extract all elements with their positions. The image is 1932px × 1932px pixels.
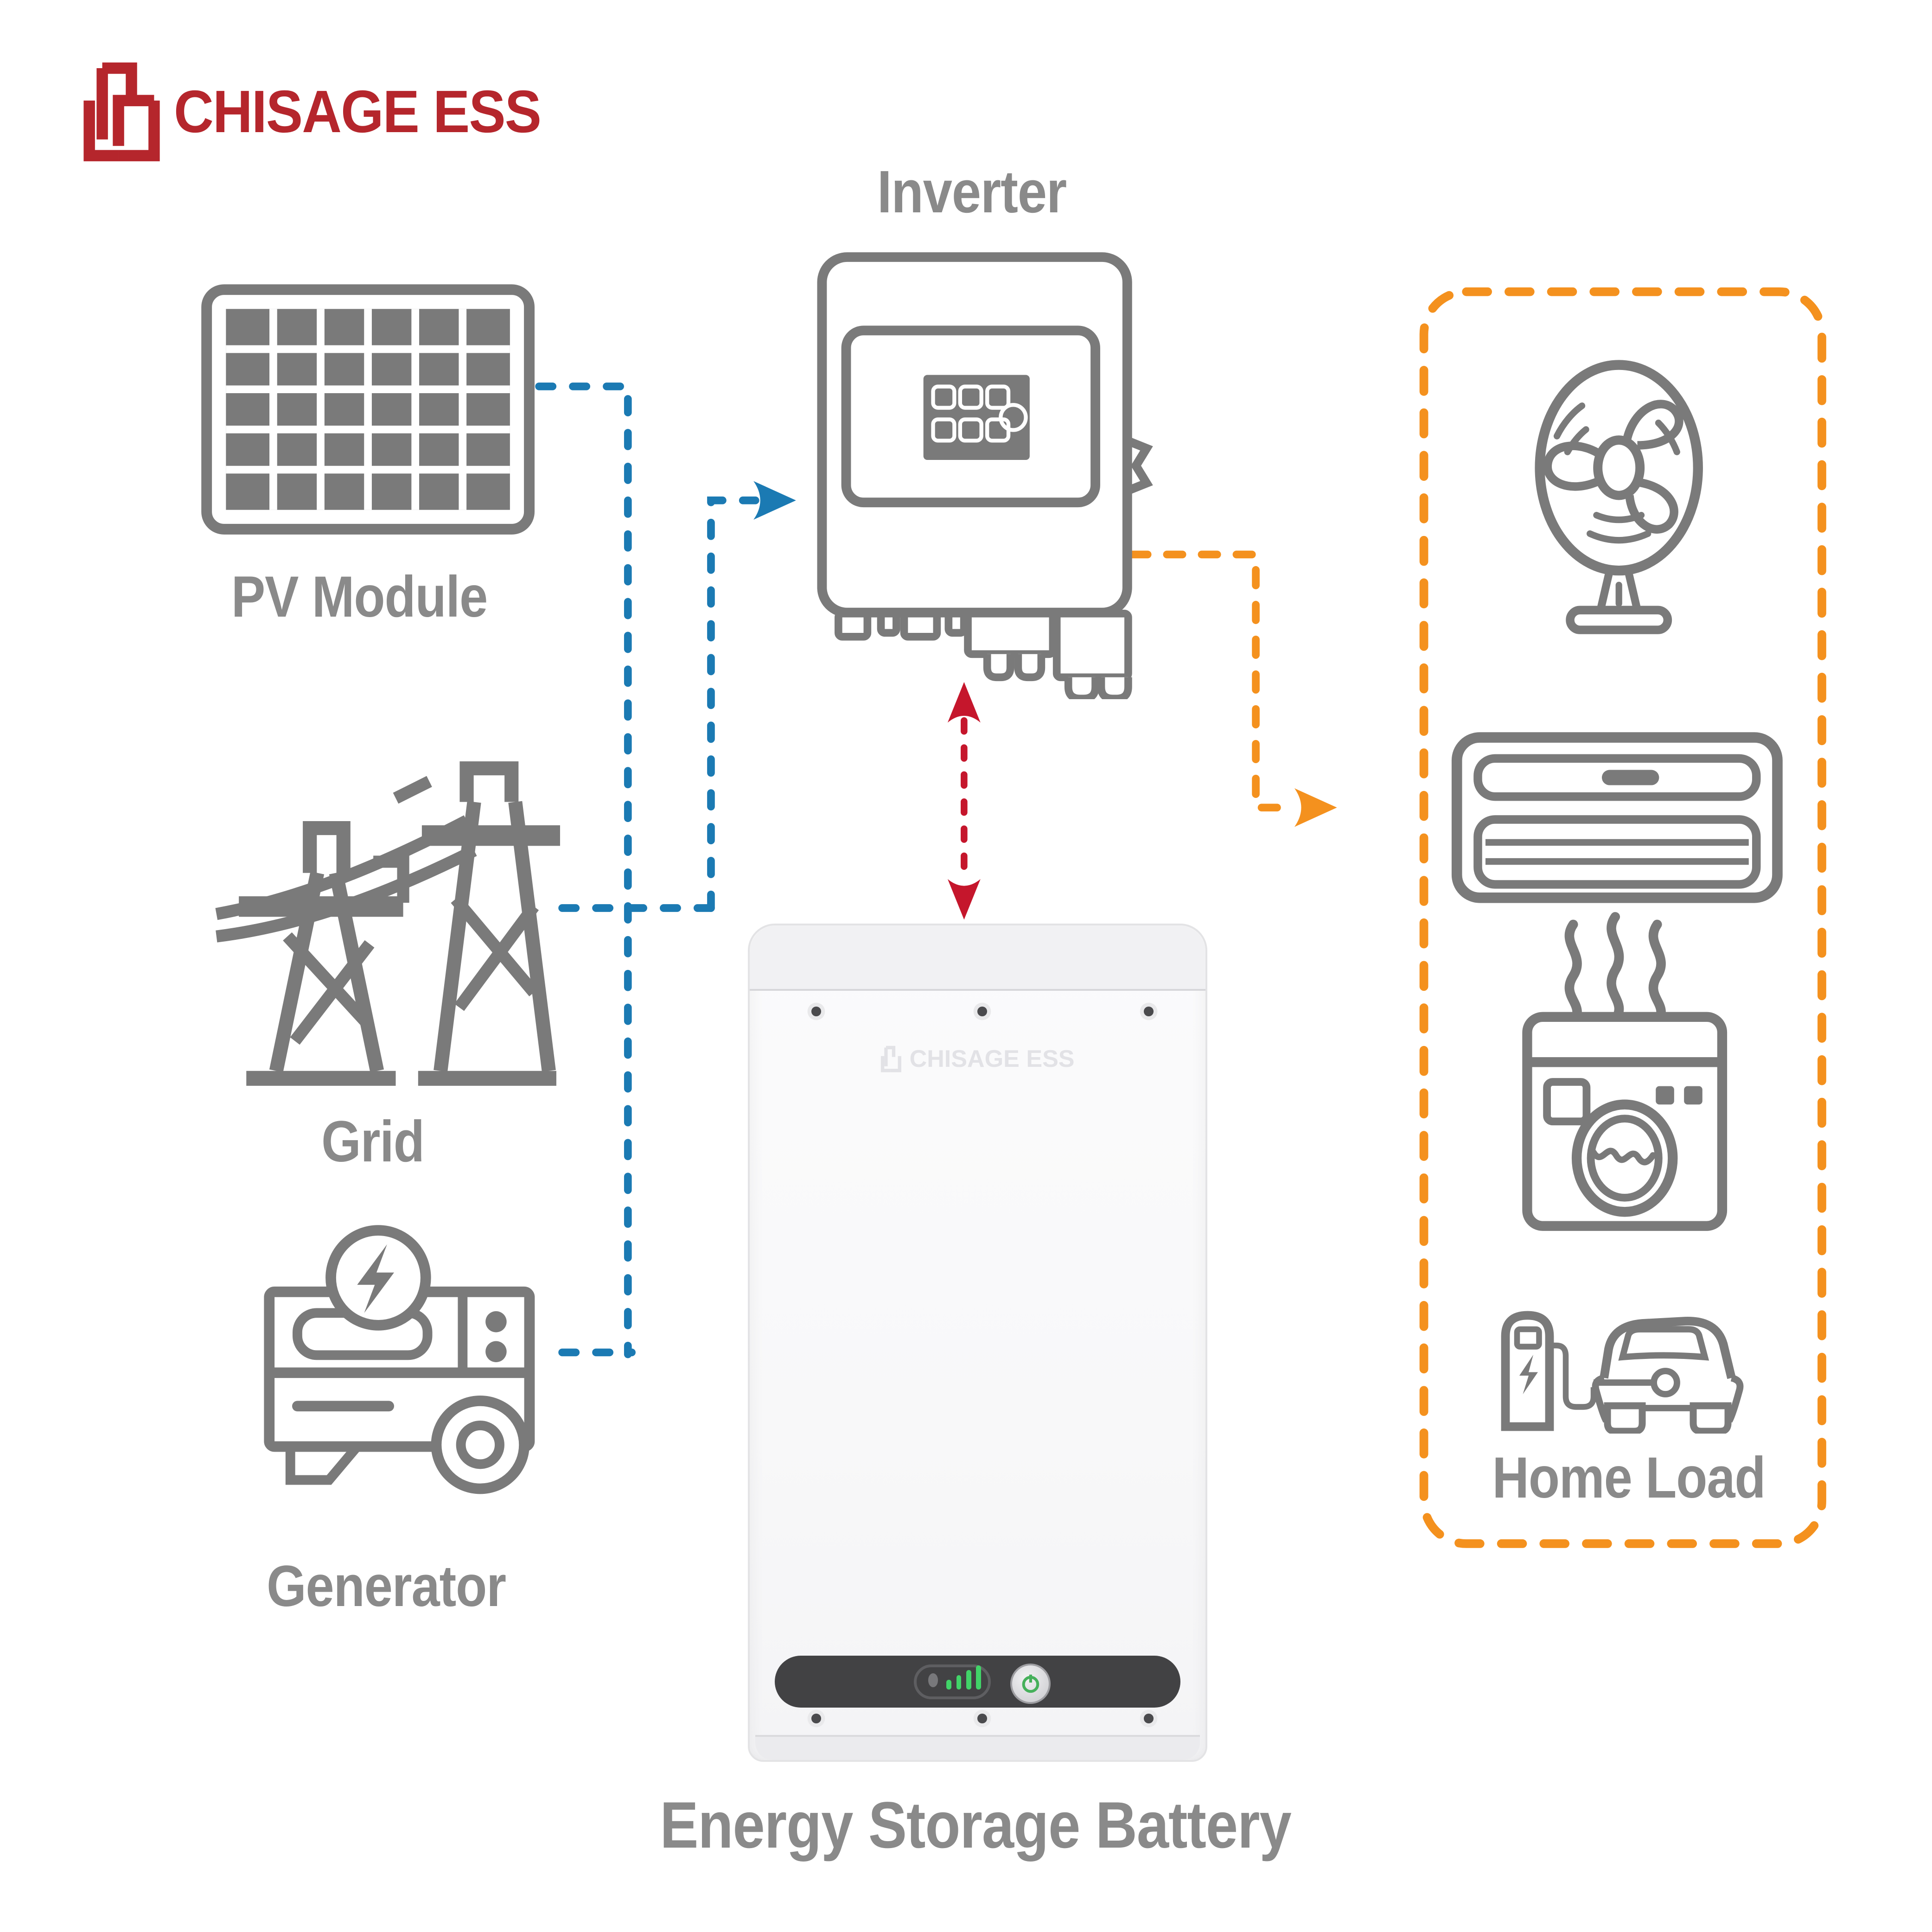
red-up-arrowhead-icon: [947, 682, 981, 723]
battery-watermark: CHISAGE ESS: [750, 1045, 1205, 1073]
battery-led-strip: [774, 1655, 1180, 1708]
orange-arrowhead-icon: [1294, 788, 1337, 827]
air-conditioner-icon: [1451, 732, 1783, 1016]
power-icon: [1022, 1675, 1039, 1693]
grid-icon: [215, 761, 560, 1086]
screw-icon: [1143, 1006, 1154, 1016]
pv-module-label: PV Module: [231, 565, 488, 630]
washing-machine-icon: [1522, 1012, 1728, 1231]
screw-icon: [1143, 1713, 1154, 1723]
battery-glyph-icon: [928, 1673, 938, 1687]
blue-arrowhead-icon: [753, 481, 796, 520]
inverter-side-latch: [1125, 436, 1153, 495]
pv-module-icon: [201, 284, 535, 535]
inverter-label: Inverter: [877, 159, 1067, 226]
generator-icon: [264, 1224, 535, 1494]
junction-to-inverter-line: [707, 496, 759, 912]
screw-icon: [811, 1006, 821, 1016]
battery-base: [755, 1734, 1200, 1760]
ev-charger-icon: [1501, 1311, 1744, 1434]
watermark-logo-mark-icon: [881, 1046, 902, 1072]
airflow-waves-icon: [1564, 912, 1666, 1016]
grid-label: Grid: [321, 1109, 425, 1174]
fan-icon: [1535, 360, 1703, 635]
battery-power-button: [1010, 1663, 1051, 1704]
home-load-label: Home Load: [1492, 1446, 1766, 1511]
inverter-bottom-connectors: [835, 609, 1132, 700]
lightning-bolt-icon: [1519, 1354, 1538, 1394]
battery-label: Energy Storage Battery: [660, 1788, 1292, 1862]
battery-device: CHISAGE ESS: [747, 923, 1208, 1762]
red-down-arrowhead-icon: [947, 879, 981, 920]
generator-label: Generator: [267, 1554, 506, 1619]
brand-name: CHISAGE ESS: [174, 78, 542, 145]
inverter-device: [817, 252, 1153, 700]
screw-icon: [977, 1713, 988, 1723]
battery-charge-indicator: [913, 1664, 991, 1699]
battery-top-cap: [749, 925, 1206, 991]
chisage-logo-mark-icon: [83, 63, 160, 162]
inverter-to-homeload-line: [1128, 550, 1301, 812]
screw-icon: [811, 1713, 821, 1723]
screw-icon: [977, 1006, 988, 1016]
lightning-bolt-icon: [357, 1244, 394, 1313]
